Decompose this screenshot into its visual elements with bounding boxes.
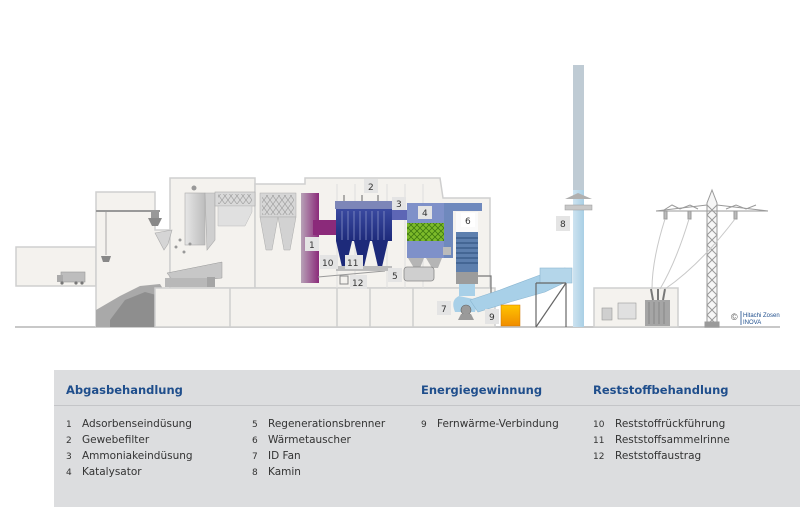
dust-separators — [259, 192, 297, 251]
callout-9: 9 — [485, 309, 499, 324]
svg-text:7: 7 — [441, 305, 447, 315]
legend-panel: Abgasbehandlung Energiegewinnung Reststo… — [54, 370, 800, 507]
callout-7: 7 — [437, 301, 451, 315]
crane-cabin-icon — [148, 210, 162, 226]
fabric-filter — [335, 195, 393, 285]
callout-11: 11 — [345, 255, 363, 269]
boiler — [165, 185, 256, 287]
power-pylon — [651, 188, 769, 328]
svg-text:11: 11 — [347, 259, 358, 269]
stack-support — [535, 282, 567, 328]
svg-text:3: 3 — [396, 200, 402, 210]
callout-10: 10 — [320, 255, 338, 269]
feed-hopper — [154, 229, 173, 251]
svg-text:8: 8 — [560, 220, 566, 230]
callout-3: 3 — [392, 197, 406, 210]
garbage-truck-icon — [57, 271, 86, 285]
callout-4: 4 — [418, 206, 432, 219]
callout-1: 1 — [305, 237, 319, 251]
legend-header: Abgasbehandlung Energiegewinnung Reststo… — [54, 370, 800, 406]
svg-text:12: 12 — [352, 279, 363, 289]
section-title-abgasbehandlung: Abgasbehandlung — [66, 383, 183, 397]
svg-text:5: 5 — [392, 272, 398, 282]
svg-text:Hitachi Zosen: Hitachi Zosen — [743, 313, 780, 319]
svg-text:©: © — [731, 312, 738, 322]
callout-2: 2 — [364, 179, 378, 193]
copyright-mark: © Hitachi Zosen INOVA — [731, 311, 780, 326]
svg-text:6: 6 — [465, 217, 471, 227]
svg-text:2: 2 — [368, 183, 374, 193]
section-title-energiegewinnung: Energiegewinnung — [421, 383, 543, 397]
callout-6: 6 — [461, 213, 475, 227]
generator-icon — [601, 302, 637, 321]
svg-text:INOVA: INOVA — [743, 320, 761, 326]
callout-12: 12 — [350, 275, 367, 289]
svg-text:10: 10 — [322, 259, 334, 269]
svg-text:1: 1 — [309, 241, 315, 251]
crane-grab-icon — [101, 256, 111, 262]
svg-text:4: 4 — [422, 209, 428, 219]
callout-8: 8 — [556, 216, 570, 231]
id-fan — [453, 267, 573, 320]
section-title-reststoffbehandlung: Reststoffbehandlung — [593, 383, 729, 397]
district-heat-unit — [500, 304, 521, 327]
ammonia-duct — [392, 210, 408, 220]
stack — [564, 65, 593, 327]
svg-text:9: 9 — [489, 313, 495, 323]
plant-diagram: 1 2 3 4 5 6 7 8 9 10 11 12 © Hitachi Zos… — [15, 65, 780, 328]
callout-5: 5 — [388, 268, 402, 282]
transformer-icon — [645, 288, 670, 326]
